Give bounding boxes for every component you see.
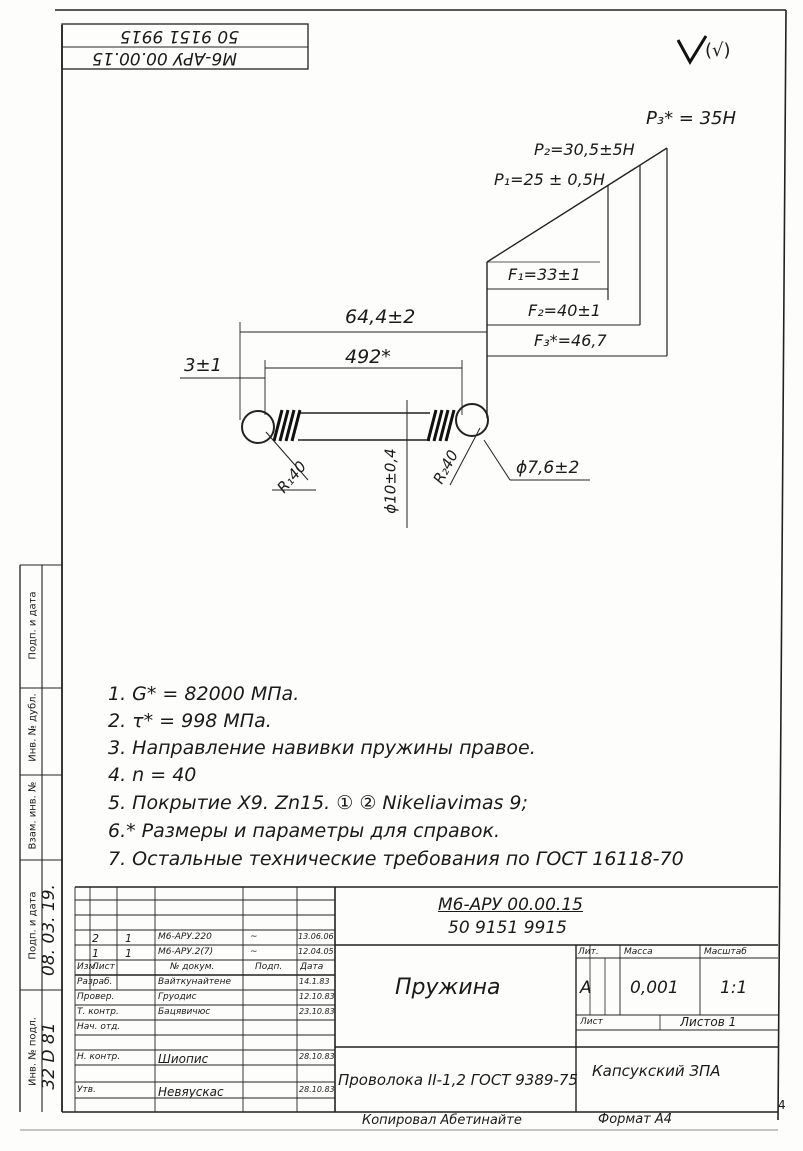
- name-norm-control: Шиопис: [158, 1052, 209, 1066]
- note-1: 1. G* = 82000 MПa.: [108, 683, 300, 705]
- role-approved: Утв.: [77, 1085, 96, 1095]
- stroke-f3-label: F₃*=46,7: [534, 331, 607, 350]
- role-developer: Разраб.: [77, 977, 113, 987]
- roughness-mark: (√): [705, 40, 731, 61]
- organization: Капсукский ЗПА: [592, 1062, 721, 1080]
- header-sign: Подп.: [255, 962, 283, 972]
- sheet-label: Лист: [580, 1017, 603, 1027]
- outer-diameter-dimension: ϕ10±0,4: [381, 448, 400, 514]
- name-tech-control: Бацявичюс: [158, 1007, 211, 1017]
- header-list: Лист: [92, 962, 115, 972]
- rev-sign: ~: [250, 947, 258, 957]
- stroke-f1-label: F₁=33±1: [508, 265, 581, 284]
- rev-date: 12.04.05: [298, 947, 334, 956]
- header-date: Дата: [300, 962, 324, 972]
- rev-doc: M6-APУ.2(7): [158, 947, 214, 957]
- note-4: 4. n = 40: [108, 764, 197, 786]
- role-checker: Провер.: [77, 992, 115, 1002]
- doc-code-2: 50 9151 9915: [448, 918, 567, 938]
- sheet-format: Формат A4: [598, 1112, 673, 1127]
- force-p2-label: P₂=30,5±5H: [534, 140, 635, 159]
- note-3: 3. Направление навивки пружины правое.: [108, 737, 536, 759]
- wire-diameter-dimension: ϕ7,6±2: [516, 458, 580, 478]
- side-sign-date-label: Подп. и дата: [27, 591, 39, 660]
- rev-list: 1: [125, 932, 132, 945]
- side-handwritten-date: 08. 03. 19.: [39, 884, 59, 976]
- date-norm-control: 28.10.83: [299, 1052, 335, 1061]
- date-tech-control: 23.10.83: [299, 1007, 335, 1016]
- note-5: 5. Покрытие X9. Zn15. ① ② Nikeliavimas 9…: [108, 792, 528, 814]
- side-replace-inv-label: Взам. инв. №: [27, 781, 39, 850]
- part-name: Пружина: [395, 975, 501, 1000]
- rev-sign: ~: [250, 932, 258, 942]
- rev-list: 1: [125, 947, 132, 960]
- mass-value: 0,001: [630, 978, 679, 998]
- date-approved: 28.10.83: [299, 1085, 335, 1094]
- header-doc: № докум.: [170, 962, 215, 972]
- rev-doc: M6-APУ.220: [158, 932, 212, 942]
- litera-value: A: [580, 978, 592, 998]
- role-norm-control: Н. контр.: [77, 1052, 121, 1062]
- doc-code-1: M6-APУ 00.00.15: [438, 895, 583, 915]
- force-p1-label: P₁=25 ± 0,5H: [494, 170, 605, 189]
- litera-label: Лит.: [578, 947, 599, 957]
- overall-length-dimension: 64,4±2: [345, 306, 416, 328]
- note-6: 6.* Размеры и параметры для справок.: [108, 820, 501, 842]
- scale-label: Масштаб: [704, 947, 747, 957]
- scale-value: 1:1: [720, 978, 748, 998]
- side-inv-no-label: Инв. № подл.: [27, 1017, 39, 1086]
- role-tech-control: Т. контр.: [77, 1007, 119, 1017]
- rev-date: 13.06.06: [298, 932, 334, 941]
- hook-offset-dimension: 3±1: [184, 355, 222, 376]
- rev-izm: 1: [92, 947, 99, 960]
- rev-izm: 2: [92, 932, 99, 945]
- side-handwritten-inv: 32 D 81: [39, 1022, 59, 1090]
- sheets-count: Листов 1: [680, 1015, 737, 1029]
- note-7: 7. Остальные технические требования по Г…: [108, 848, 684, 870]
- force-p3-label: P₃* = 35H: [646, 108, 737, 129]
- corner-stamp-code: 50 9151 9915: [120, 26, 239, 46]
- name-developer: Вайткунайтене: [158, 977, 231, 987]
- role-dept-head: Нач. отд.: [77, 1022, 121, 1032]
- body-length-dimension: 492*: [345, 346, 391, 368]
- margin-mark: 4: [778, 1098, 786, 1112]
- stroke-f2-label: F₂=40±1: [528, 301, 601, 320]
- name-checker: Груодис: [158, 992, 197, 1002]
- header-izm: Изм.: [77, 962, 99, 972]
- date-developer: 14.1.83: [299, 977, 330, 986]
- material-spec: Проволока II-1,2 ГОСТ 9389-75: [338, 1071, 578, 1089]
- side-sign-date2-label: Подп. и дата: [27, 891, 39, 960]
- note-2: 2. τ* = 998 MПa.: [108, 710, 272, 732]
- mass-label: Масса: [624, 947, 653, 957]
- copied-by: Копировал Абетинайте: [362, 1113, 522, 1128]
- corner-stamp-designation: M6-APУ 00.00.15: [92, 48, 237, 68]
- date-checker: 12.10.83: [299, 992, 335, 1001]
- name-approved: Невяускас: [158, 1085, 224, 1099]
